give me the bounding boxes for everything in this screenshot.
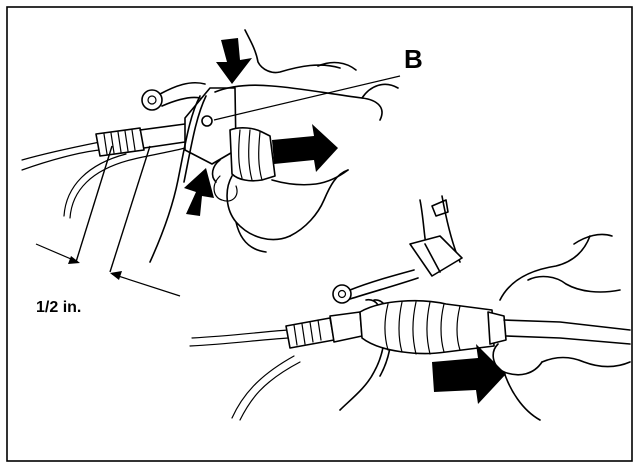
bottom-cable-drawing: [190, 196, 630, 420]
callout-b-leader-line: [214, 76, 400, 120]
pull-right-arrow-icon: [272, 124, 338, 172]
dimension-marker: [36, 146, 180, 296]
dimension-label: 1/2 in.: [36, 299, 81, 316]
frame-border: [7, 7, 632, 461]
top-cable-drawing: [22, 30, 398, 262]
callout-b-label: B: [404, 44, 423, 74]
push-down-arrow-icon: [216, 38, 252, 84]
push-up-arrow-icon: [184, 168, 214, 216]
